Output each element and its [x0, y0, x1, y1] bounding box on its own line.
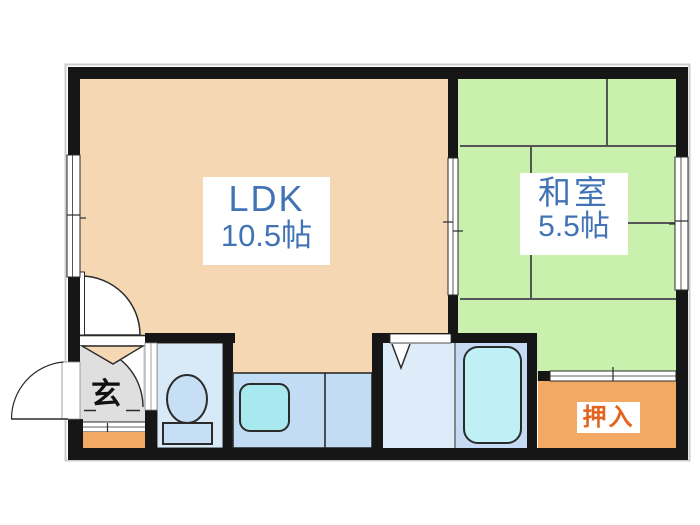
- japanese-room-label: 和室 5.5帖: [520, 173, 628, 255]
- japanese-room-name: 和室: [538, 174, 610, 211]
- toilet-bowl: [166, 374, 208, 424]
- front-door-swing: [10, 361, 64, 419]
- bathroom-door: [389, 333, 452, 344]
- door-swing-entrance-inner: [82, 346, 143, 407]
- sliding-door-ldk-washitsu: [443, 157, 463, 296]
- door-swing-ldk: [80, 275, 141, 336]
- ldk-size: 10.5帖: [220, 217, 313, 253]
- window-right: [669, 156, 689, 291]
- washroom-floor: [383, 343, 455, 448]
- ldk-room-label: LDK 10.5帖: [203, 177, 330, 265]
- entrance-porch: [83, 432, 147, 448]
- ldk-name: LDK: [228, 178, 305, 219]
- kitchen-sink: [239, 383, 290, 432]
- window-left: [66, 154, 86, 278]
- partition-wall-upper: [448, 67, 458, 158]
- toilet-tank: [162, 422, 213, 445]
- toilet-room: [144, 333, 235, 449]
- outer-shadow: [64, 63, 691, 462]
- closet-label: 押入: [577, 402, 640, 433]
- outer-walls: [68, 67, 688, 460]
- entrance-area: [69, 271, 148, 448]
- bathroom-door-swing-mark: [391, 343, 411, 371]
- bathtub: [463, 346, 522, 444]
- kitchen-counter: [232, 372, 373, 449]
- entrance-funnel: [79, 345, 146, 365]
- front-door: [10, 361, 81, 420]
- entrance-label: 玄: [91, 378, 121, 411]
- closet: [538, 367, 677, 448]
- front-doorway: [61, 361, 81, 420]
- partition-wall-lower: [448, 295, 458, 340]
- bathroom: [372, 333, 537, 458]
- japanese-room-size: 5.5帖: [538, 209, 610, 243]
